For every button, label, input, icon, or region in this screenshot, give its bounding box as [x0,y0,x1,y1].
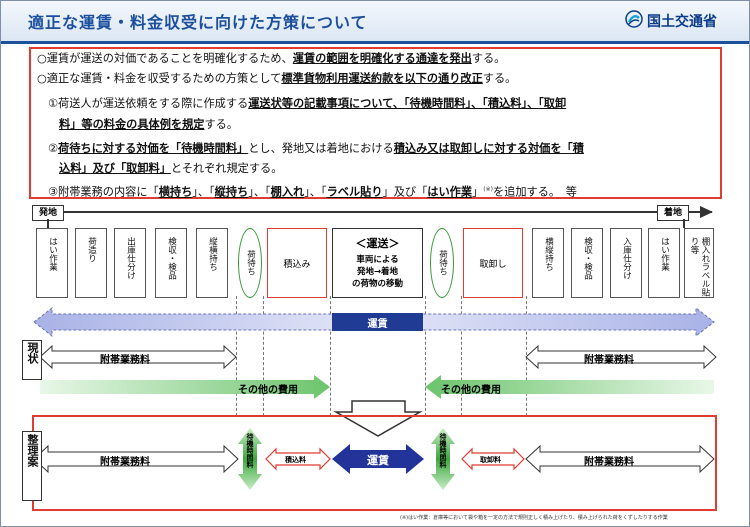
separator-5 [461,296,462,416]
step-outbound-sorting: 出庫仕分け [114,228,146,298]
title-bar [1,1,749,44]
timeline-tick-left [47,219,49,228]
step-horizontal-vertical-move-dest: 横縦持ち [532,228,564,298]
transport-desc: 車両による発地→着地の荷物の移動 [351,255,403,289]
summary-line-3: ①荷送人が運送依頼をする際に作成する運送状等の記載事項について、「待機時間料」、… [48,97,567,110]
current-other-right-label: その他の費用 [441,385,501,396]
transport-title: ＜運送＞ [355,237,400,250]
summary-line-6: 込料」及び「取卸料」とそれぞれ規定する。 [59,162,283,175]
timeline-line [32,211,712,213]
separator-4 [425,296,426,416]
step-loading: 積込み [267,228,327,298]
current-ancillary-left-label: 附帯業務料 [100,355,150,366]
step-waiting-origin: 荷待ち [238,228,262,298]
proposal-unload-label: 取卸料 [480,456,501,464]
current-state-label: 現状 [22,340,42,380]
step-inbound-sorting: 入庫仕分け [610,228,642,298]
step-shelving-labeling: 棚入れラベル貼り等 [684,228,714,298]
summary-line-2: ○適正な運賃・料金を収受するための方策として標準貨物利用運送約款を以下の通り改正… [37,72,517,85]
ministry-name: 国土交通省 [647,14,717,30]
proposal-wait-left-label: 待機時間料 [246,433,254,468]
step-stacking-origin: はい作業 [36,228,68,298]
step-waiting-destination: 荷待ち [430,228,454,298]
page-title: 適正な運賃・料金収受に向けた方策について [28,13,368,32]
summary-line-5: ②荷待ちに対する対価を「待機時間料」とし、発地又は着地における積込み又は取卸しに… [48,142,584,155]
ministry-logo-icon [625,10,643,28]
proposal-wait-right-label: 待機時間料 [439,433,447,468]
step-stacking-dest: はい作業 [648,228,680,298]
footnote: (※)はい作業：倉庫等において袋や箱を一定の方法で規則正しく積み上げたり、積み上… [400,515,668,521]
separator-3 [330,296,331,416]
proposal-ancillary-right-label: 附帯業務料 [584,457,634,468]
proposal-fare-label: 運賃 [367,454,389,467]
proposal-ancillary-left-label: 附帯業務料 [100,457,150,468]
summary-line-7: ③附帯業務の内容に「横持ち」、「縦持ち」、「棚入れ」、「ラベル貼り」及び「はい作… [48,185,577,199]
timeline-arrowhead-icon [700,206,713,218]
current-ancillary-right-label: 附帯業務料 [584,355,634,366]
current-other-left-label: その他の費用 [238,385,298,396]
summary-line-4: 料」等の料金の具体例を規定する。 [59,118,239,131]
step-transport: ＜運送＞ 車両による発地→着地の荷物の移動 [332,228,423,298]
step-horizontal-vertical-move: 縦横持ち [196,228,228,298]
timeline-tick-right [683,219,685,228]
step-inspection-origin: 検収・検品 [155,228,187,298]
separator-2 [263,296,264,416]
separator-1 [236,296,237,416]
summary-box [29,47,722,199]
summary-line-1: ○運賃が運送の対価であることを明確化するため、運賃の範囲を明確化する通達を発出す… [37,52,506,65]
step-unloading: 取卸し [463,228,523,298]
step-inspection-dest: 検収・検品 [571,228,603,298]
current-fare-label: 運賃 [367,319,388,330]
proposal-load-label: 積込料 [285,456,306,464]
step-packing: 荷造り [75,228,107,298]
separator-6 [526,296,527,416]
destination-tag: 着地 [657,205,690,221]
proposal-label: 整理案 [22,431,42,501]
